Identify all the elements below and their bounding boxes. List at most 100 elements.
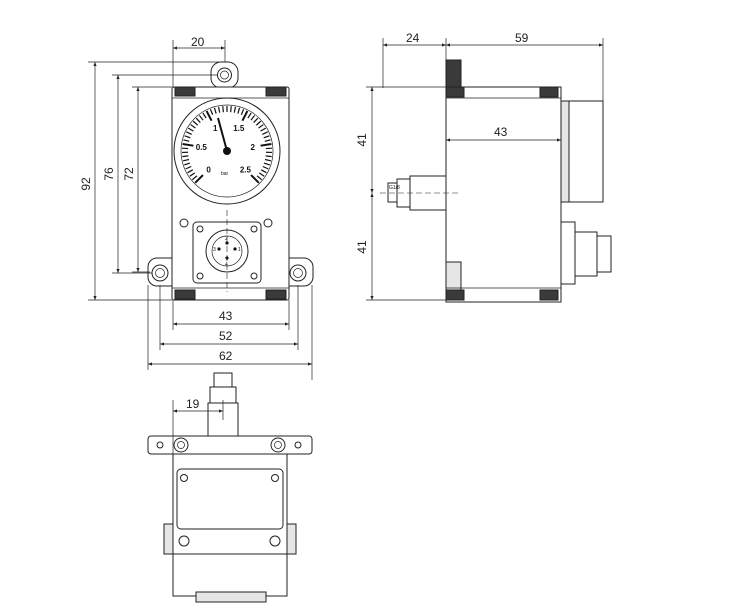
gauge-tick — [195, 117, 201, 123]
gauge-scale-label: 1.5 — [233, 124, 245, 133]
side-bottom-lug — [445, 261, 462, 291]
gauge-scale-label: 2 — [250, 143, 255, 152]
gauge-scale-label: 2.5 — [240, 165, 252, 174]
side-clamp — [445, 86, 465, 98]
gauge-tick — [184, 162, 191, 166]
svg-text:G1/8: G1/8 — [389, 185, 400, 191]
gauge-tick — [187, 127, 194, 132]
dim-62: 62 — [219, 349, 233, 363]
gauge-tick — [260, 142, 272, 147]
gauge-tick — [265, 155, 272, 158]
front-dimensions: 20 92 76 72 43 52 62 — [79, 35, 313, 380]
top-right-clamp — [265, 86, 287, 97]
dim-20: 20 — [191, 35, 205, 49]
side-view: G1/8 — [380, 59, 612, 303]
screw — [263, 218, 273, 228]
gauge-tick — [263, 162, 270, 166]
flange-screw — [196, 272, 204, 280]
dim-52: 52 — [219, 329, 233, 343]
gauge-tick — [262, 165, 269, 170]
gauge-scale-labels: 0 0.5 1 1.5 2 2.5 — [196, 124, 256, 175]
gauge-tick — [209, 108, 214, 115]
dim-43-front: 43 — [219, 309, 233, 323]
side-body — [445, 86, 562, 303]
gauge-tick — [182, 158, 190, 162]
gauge-tick — [264, 158, 272, 162]
dim-41-lower: 41 — [355, 240, 369, 254]
pin-label-2: 2 — [225, 236, 228, 242]
gauge-tick — [191, 175, 198, 181]
gauge-tick — [205, 110, 213, 122]
bottom-view — [147, 372, 313, 603]
bottom-left-clamp — [174, 289, 196, 300]
gauge-tick — [192, 120, 199, 126]
gauge-tick — [182, 155, 189, 158]
gauge-tick — [260, 127, 267, 132]
gauge-tick — [186, 131, 192, 135]
gauge-tick — [247, 112, 252, 119]
gauge-needle — [217, 117, 228, 152]
side-connector — [574, 231, 598, 277]
pin-label-1: 1 — [238, 247, 241, 253]
dim-92: 92 — [79, 177, 93, 191]
bottom-gauge-housing — [172, 553, 288, 597]
dim-41-upper: 41 — [355, 133, 369, 147]
gauge-tick — [198, 115, 204, 121]
gauge-tick — [184, 135, 191, 139]
gauge-tick — [189, 172, 196, 177]
dim-72: 72 — [122, 167, 136, 181]
top-lug-hole-inner — [220, 70, 229, 80]
gauge-tick — [260, 169, 267, 174]
gauge-tick — [250, 174, 260, 184]
gauge-tick — [213, 107, 217, 114]
bottom-flange — [147, 435, 313, 455]
gauge-unit: bar — [221, 171, 229, 177]
front-view: 0 0.5 1 1.5 2 2.5 bar 3 2 1 4 — [147, 61, 314, 301]
gauge-tick — [250, 115, 256, 121]
side-clamp — [539, 289, 559, 301]
gauge-tick — [240, 108, 245, 115]
gauge-tick — [233, 106, 237, 113]
bottom-fitting-tip — [213, 372, 233, 388]
gauge-tick — [262, 131, 268, 135]
bottom-dimensions: 19 — [172, 397, 224, 454]
gauge-tick — [222, 106, 224, 113]
top-lug-hole — [217, 67, 232, 83]
gauge-scale-label: 1 — [213, 124, 218, 133]
dim-24: 24 — [406, 31, 420, 45]
gauge-tick — [183, 139, 190, 142]
flange-screw — [250, 225, 258, 233]
gauge-ticks — [182, 106, 272, 184]
gauge-tick — [253, 117, 259, 123]
side-top-lug — [445, 59, 462, 91]
left-lug-hole — [151, 264, 169, 282]
gauge-tick — [187, 169, 194, 174]
gauge-tick — [230, 106, 232, 113]
gauge-scale-label: 0.5 — [196, 143, 208, 152]
gauge-tick — [258, 172, 265, 177]
dim-59: 59 — [515, 31, 529, 45]
top-left-clamp — [174, 86, 196, 97]
gauge-tick — [217, 106, 221, 113]
pin-label-3: 3 — [213, 247, 216, 253]
gauge-tick — [194, 174, 204, 184]
gauge-housing-ring — [560, 100, 570, 203]
side-dimensions: 24 59 43 41 41 — [355, 31, 604, 301]
gauge-tick — [258, 124, 264, 129]
side-clamp — [445, 289, 465, 301]
gauge-tick — [202, 112, 207, 119]
bottom-right-clamp — [265, 289, 287, 300]
gauge-tick — [263, 135, 270, 139]
dim-76: 76 — [102, 167, 116, 181]
pin-label-4: 4 — [225, 262, 228, 268]
side-connector-base — [560, 221, 576, 285]
gauge-tick — [241, 110, 249, 122]
gauge-scale-label: 0 — [206, 165, 211, 174]
right-lug-hole — [289, 264, 307, 282]
gauge-tick — [256, 175, 263, 181]
dim-43-side: 43 — [494, 125, 508, 139]
gauge-tick — [237, 107, 241, 114]
flange-screw — [196, 225, 204, 233]
screw — [179, 218, 189, 228]
